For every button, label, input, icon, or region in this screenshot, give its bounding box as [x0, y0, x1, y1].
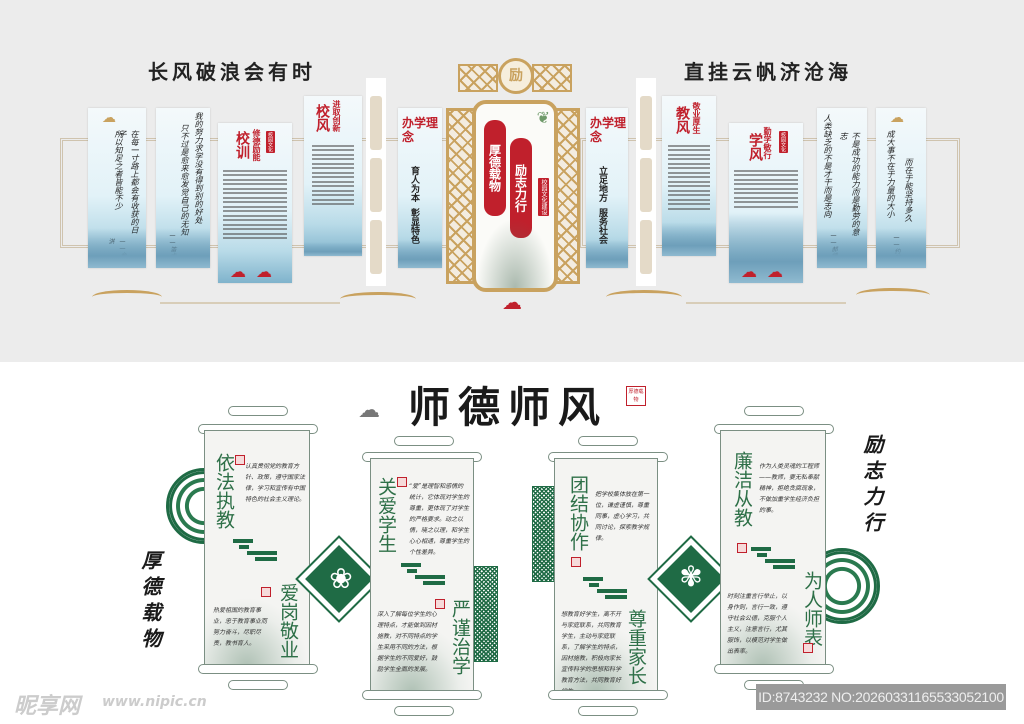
panel-philosophy-left: 办学理念 育人为本 彰显特色 [398, 108, 442, 268]
lattice-top-left [458, 64, 498, 92]
green-cloud-pattern-icon [401, 563, 447, 589]
cloud-ornament-icon: ☁ [102, 110, 116, 126]
watermark-site-cn: 昵享网 [14, 694, 81, 719]
panel-quote-right-2: ☁ 成大事不在于力量的大小 而在于能坚持多久 ——约翰逊 [876, 108, 926, 268]
green-cloud-pattern-icon [233, 539, 279, 565]
main-title: 师德师风 [408, 383, 609, 432]
red-seal: 厚德载物 [626, 386, 646, 406]
green-cloud-pattern-icon [751, 547, 797, 573]
scroll-bottom-rod [548, 690, 668, 700]
panel-quote-right-1: 人类缺乏的不是才干而是志向 不是成功的能力而是勤劳的意志 ——郝傅卫 [817, 108, 867, 268]
scroll-panel-1: 依法执教 认真贯彻党的教育方针、政策，遵守国家法律，学习和宣传有中国特色的社会主… [204, 430, 310, 668]
pillar-right [636, 78, 656, 286]
slogan-right: 直挂云帆济沧海 [684, 60, 852, 84]
red-cloud-icon: ☁ [230, 262, 246, 281]
cloud-ornament-icon: ☁ [890, 110, 904, 126]
study-body-text [734, 167, 798, 210]
bridge-ornament [340, 292, 416, 306]
lattice-block [532, 486, 556, 582]
red-seal-icon [737, 543, 747, 553]
scroll-bottom-rod [714, 664, 834, 674]
red-banner-1: 厚德载物 [484, 120, 506, 216]
side-slogan-left: 厚德载物 [138, 550, 162, 654]
red-cloud-icon: ☁ [767, 262, 783, 281]
image-id-bar: ID:8743232 NO:20260331165533052100 [756, 684, 1006, 710]
panel-quote-left-1: ☁ 在每一寸路上都会有收获的日子 所以知足之者皆能不少 ——俞敏洪 [88, 108, 146, 268]
bamboo-icon: ❦ [536, 108, 550, 127]
red-seal-icon [397, 477, 407, 487]
red-seal-icon [435, 599, 445, 609]
red-banner-2: 励志力行 [510, 138, 532, 238]
panel-school-motto: 校训 修德励能 校园文化 ☁ ☁ [218, 123, 292, 283]
bridge-ornament [606, 290, 682, 304]
scroll-bottom-rod [198, 664, 318, 674]
lattice-block [474, 566, 498, 662]
pillar-left [366, 78, 386, 286]
green-cloud-pattern-icon [583, 577, 629, 603]
red-cloud-icon: ☁ [741, 262, 757, 281]
orchid-icon: ✾ [679, 560, 703, 593]
scroll-panel-3: 团结协作 把学校集体放在第一位，谦虚谨慎，尊重同事，虚心学习，共同讨论，探索教学… [554, 458, 658, 695]
lotus-icon: ❀ [329, 562, 353, 595]
red-cloud-icon: ☁ [502, 290, 522, 314]
teaching-body-text [668, 142, 710, 212]
bottom-teacher-ethics-wall: ☁ 师德师风 厚德载物 厚德载物 励志力行 依法执教 认真贯彻党的教育方针、政策… [0, 362, 1024, 724]
style-body-text [312, 142, 354, 208]
scroll-panel-4: 廉洁从教 作为人类灵魂的工程师——教师，要无私奉献精神，拒绝贪腐现象，不做加重学… [720, 430, 826, 668]
red-seal-icon [261, 587, 271, 597]
watermark-site-url: www.nipic.cn [102, 694, 207, 710]
panel-philosophy-right: 办学理念 立足地方 服务社会 [586, 108, 628, 268]
panel-teaching-style: 教风 敬业厚生 [662, 96, 716, 256]
slogan-left: 长风破浪会有时 [148, 60, 316, 84]
red-seal-icon [803, 643, 813, 653]
lattice-top-right [532, 64, 572, 92]
scroll-bottom-rod [362, 690, 482, 700]
red-seal-icon [235, 455, 245, 465]
panel-school-style: 校风 进取创新 [304, 96, 362, 256]
bridge-ornament [856, 288, 930, 302]
bridge-ornament [92, 290, 162, 304]
ink-mountains [476, 218, 554, 288]
center-emblem: 励 [498, 58, 534, 94]
panel-study-style: 学风 勤学敏行 校园文化 ☁ ☁ [729, 123, 803, 283]
side-slogan-right: 励志力行 [860, 434, 884, 538]
top-culture-wall: 长风破浪会有时 直挂云帆济沧海 ☁ 在每一寸路上都会有收获的日子 所以知足之者皆… [0, 0, 1024, 362]
motto-body-text [223, 167, 287, 242]
center-scroll: 厚德载物 励志力行 校园文化建设 ❦ [472, 100, 558, 292]
red-seal-icon [571, 557, 581, 567]
scroll-panel-2: 关爱学生 “爱”是理智和感情的统计，它体现对学生的尊重，更体现了对学生的严格要求… [370, 458, 474, 694]
panel-quote-left-2: 我的努力求学没有得到别的好处 只不过是愈来愈发觉自己的无知 ——笛卡儿 [156, 108, 210, 268]
cloud-icon: ☁ [358, 398, 380, 423]
red-cloud-icon: ☁ [256, 262, 272, 281]
